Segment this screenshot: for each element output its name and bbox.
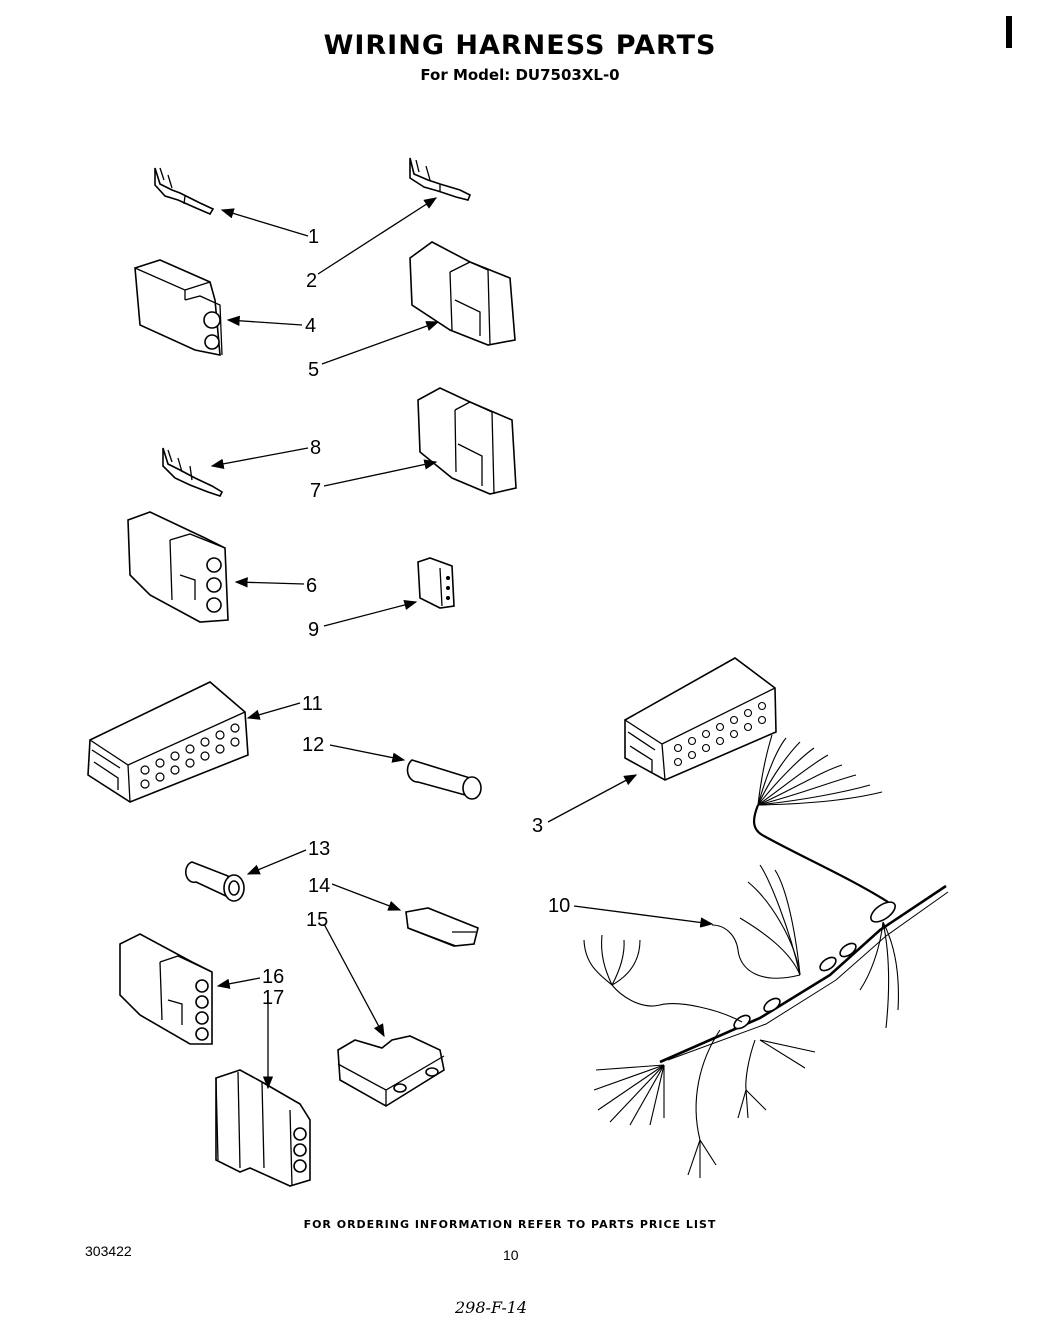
part-1-terminal — [154, 167, 215, 216]
model-subtitle: For Model: DU7503XL-0 — [420, 66, 620, 84]
part-3-harness-connector — [624, 657, 889, 903]
callout-13: 13 — [308, 838, 330, 860]
callout-7: 7 — [310, 480, 321, 502]
part-13-splice-cap — [185, 861, 245, 902]
callout-6: 6 — [306, 575, 317, 597]
part-11-housing — [87, 681, 249, 803]
part-8-terminal — [162, 447, 224, 497]
part-14-clip — [405, 907, 479, 947]
leader-lines — [210, 197, 714, 1090]
callout-1: 1 — [308, 226, 319, 248]
part-15-bracket — [337, 1035, 445, 1107]
callout-3: 3 — [532, 815, 543, 837]
part-17-housing — [215, 1069, 311, 1187]
callout-labels: 1 2 4 5 8 7 6 9 11 12 13 14 15 16 17 3 1… — [262, 226, 570, 1009]
callout-5: 5 — [308, 359, 319, 381]
part-6-connector — [127, 511, 229, 623]
callout-4: 4 — [305, 315, 316, 337]
callout-17: 17 — [262, 987, 284, 1009]
part-4-connector — [134, 259, 223, 356]
callout-8: 8 — [310, 437, 321, 459]
callout-2: 2 — [306, 270, 317, 292]
callout-15: 15 — [306, 909, 328, 931]
ordering-note: FOR ORDERING INFORMATION REFER TO PARTS … — [303, 1218, 717, 1231]
part-7-connector — [417, 387, 517, 495]
part-16-connector — [119, 933, 213, 1045]
callout-14: 14 — [308, 875, 330, 897]
page-title: WIRING HARNESS PARTS — [323, 30, 717, 61]
part-10-main-harness — [583, 864, 949, 1178]
part-9-connector — [417, 557, 455, 609]
callout-10: 10 — [548, 895, 570, 917]
callout-11: 11 — [302, 693, 323, 715]
part-12-splice — [406, 759, 482, 800]
callout-16: 16 — [262, 966, 284, 988]
callout-9: 9 — [308, 619, 319, 641]
page-number: 10 — [503, 1247, 519, 1263]
corner-mark — [1006, 16, 1012, 48]
part-2-terminal — [409, 157, 472, 201]
document-number: 303422 — [85, 1243, 132, 1259]
part-5-connector — [409, 241, 516, 346]
handwritten-note: 298-F-14 — [455, 1298, 528, 1317]
callout-12: 12 — [302, 734, 324, 756]
